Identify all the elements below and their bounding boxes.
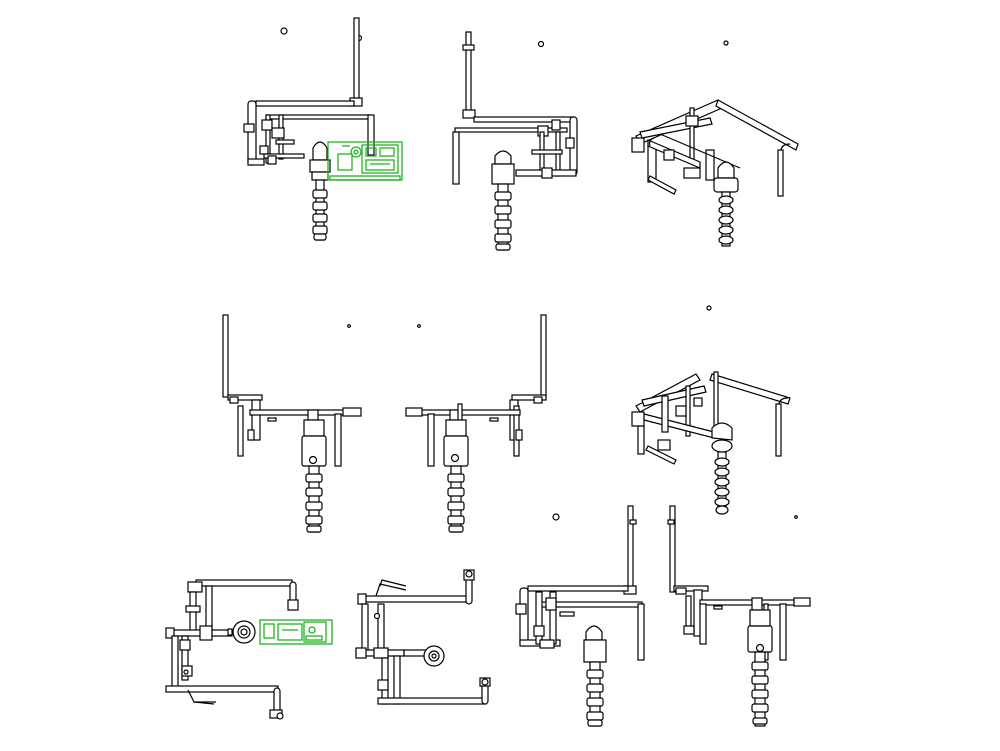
- view-7-engine-highlight: [259, 619, 333, 645]
- view-6-isometric: [631, 305, 791, 515]
- view-1-elevation: [243, 17, 403, 241]
- view-10-elevation: [667, 505, 811, 727]
- view-1-engine-highlight: [327, 141, 403, 181]
- view-2-elevation: [452, 31, 578, 251]
- view-4-elevation: [222, 314, 362, 533]
- view-3-isometric: [631, 40, 799, 247]
- view-8-plan: [355, 569, 491, 705]
- view-7-plan: [165, 579, 333, 720]
- view-9-elevation: [515, 505, 645, 727]
- view-5-elevation: [405, 314, 547, 533]
